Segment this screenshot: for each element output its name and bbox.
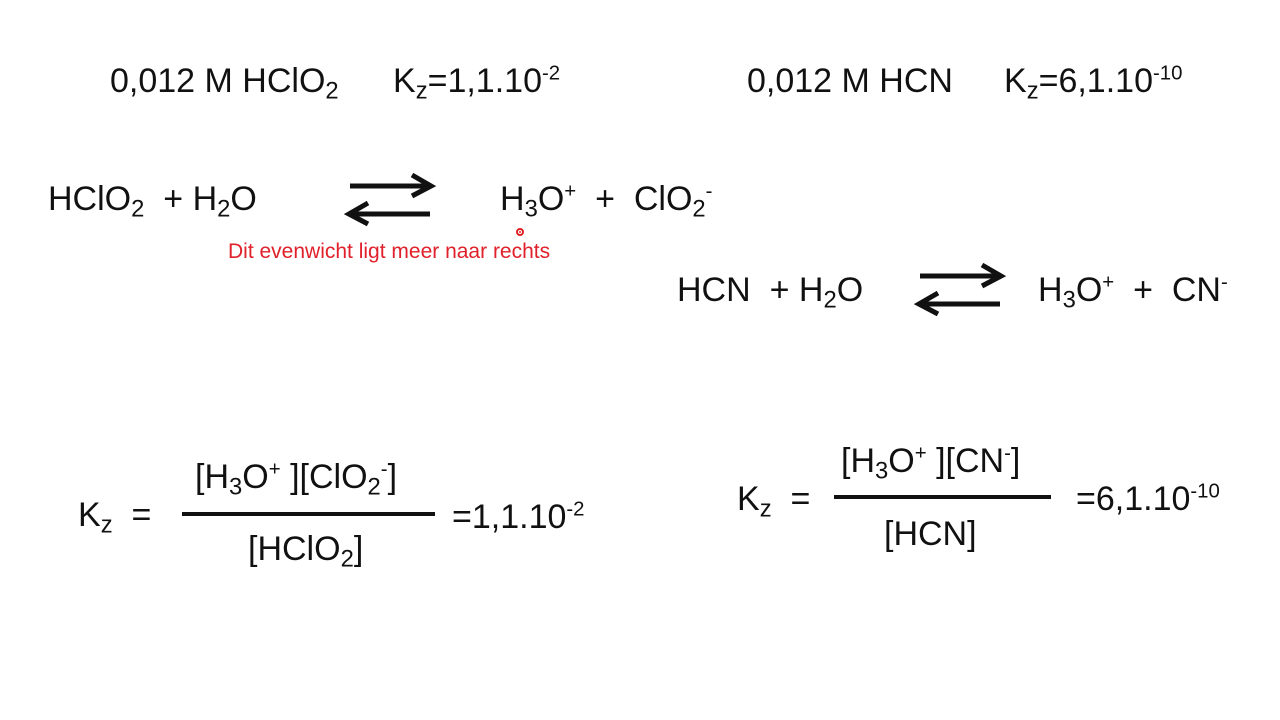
right-formula-kz: Kz = [737, 480, 811, 523]
right-header-concentration: 0,012 M HCN [747, 62, 953, 100]
left-header-kz: Kz=1,1.10-2 [393, 62, 561, 105]
left-equation-reactants: HClO2 + H2O [48, 180, 257, 223]
left-equation-products: H3O+ + ClO2- [500, 180, 713, 223]
right-formula-numerator: [H3O+ ][CN-] [841, 442, 1021, 485]
right-header-kz: Kz=6,1.10-10 [1004, 62, 1183, 105]
right-formula-result: =6,1.10-10 [1076, 480, 1220, 518]
right-equation-reactants: HCN + H2O [677, 271, 864, 314]
left-fraction-bar [182, 512, 435, 516]
equilibrium-note: Dit evenwicht ligt meer naar rechts [228, 240, 551, 263]
left-formula-result: =1,1.10-2 [452, 498, 585, 536]
left-equilibrium-arrow-icon [344, 172, 436, 227]
left-header-concentration: 0,012 M HClO2 [110, 62, 339, 105]
right-formula-denominator: [HCN] [884, 515, 977, 553]
right-equation-products: H3O+ + CN- [1038, 271, 1228, 314]
left-formula-numerator: [H3O+ ][ClO2-] [195, 458, 398, 501]
left-formula-denominator: [HClO2] [248, 530, 364, 573]
right-equilibrium-arrow-icon [914, 262, 1006, 317]
left-formula-kz: Kz = [78, 496, 152, 539]
cursor-pointer-icon [516, 228, 524, 236]
right-fraction-bar [834, 495, 1051, 499]
